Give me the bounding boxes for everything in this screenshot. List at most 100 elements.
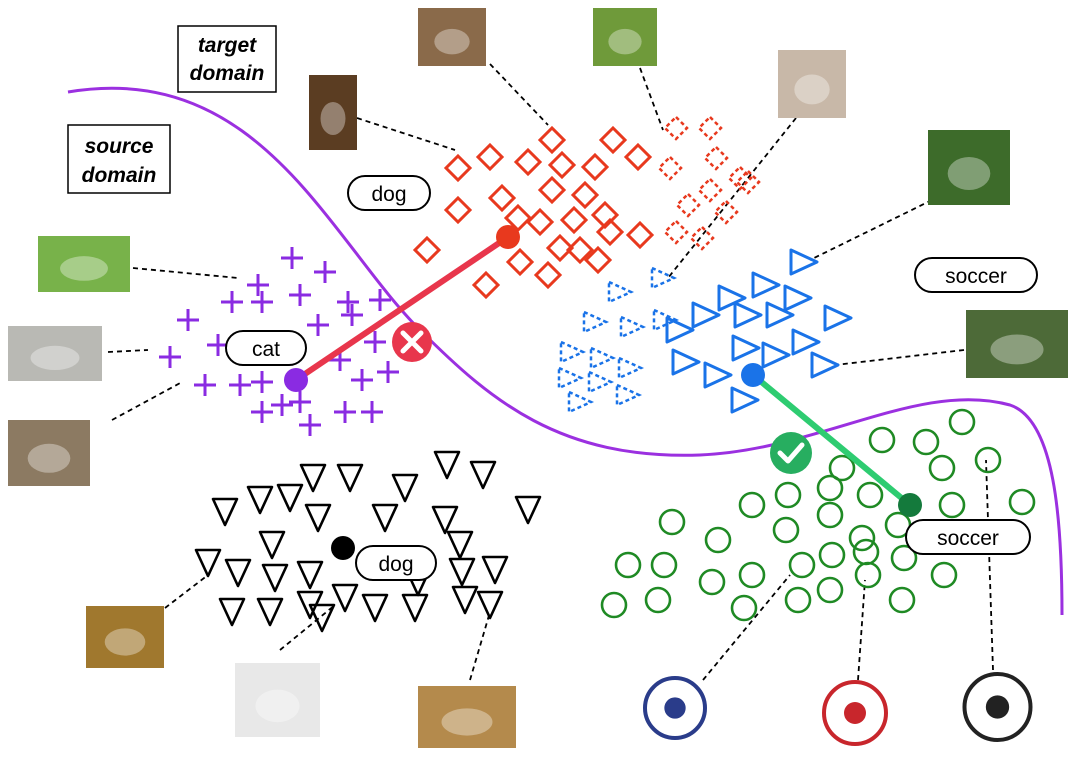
svg-text:domain: domain xyxy=(82,164,157,187)
dog-target-markers xyxy=(412,115,761,300)
soccer-source-point xyxy=(774,481,802,509)
svg-text:cat: cat xyxy=(252,338,280,361)
soccer-source-point xyxy=(828,454,856,482)
soccer-target-point xyxy=(765,301,795,329)
cat-point xyxy=(251,401,273,423)
soccer-target-point xyxy=(823,304,853,332)
soccer-target-point xyxy=(717,284,747,312)
thumbnail-connectors xyxy=(107,63,994,681)
dog-target-point xyxy=(625,220,655,250)
dog-source-point xyxy=(246,485,274,515)
soccer-target-point-dashed xyxy=(557,366,585,390)
soccer-source-point xyxy=(948,408,976,436)
dog-target-point xyxy=(443,153,473,183)
soccer-target-point-dashed xyxy=(607,280,635,304)
soccer-source-point xyxy=(698,568,726,596)
dog-source-point xyxy=(391,473,419,503)
soccer-source-point xyxy=(704,526,732,554)
svg-text:soccer: soccer xyxy=(945,265,1007,288)
soccer-target-point-dashed xyxy=(619,315,647,339)
dog-source-center xyxy=(331,536,355,560)
soccer-source-point xyxy=(938,491,966,519)
svg-text:dog: dog xyxy=(371,183,406,206)
dog-source-point xyxy=(451,585,479,615)
cat-point xyxy=(351,369,373,391)
dog-target-point xyxy=(547,150,577,180)
svg-text:domain: domain xyxy=(190,62,265,85)
dog-source-point xyxy=(446,530,474,560)
soccer-source-point xyxy=(816,474,844,502)
target-domain-label: target domain xyxy=(177,25,277,93)
soccer-source-point xyxy=(816,576,844,604)
soccer-target-pill: soccer xyxy=(914,257,1038,293)
thumbnail-photos xyxy=(8,8,1068,748)
dog-target-center xyxy=(496,225,520,249)
dog-target-point xyxy=(545,233,575,263)
photo-soccer-sand-icon xyxy=(778,50,846,118)
photo-soccer-kick-icon xyxy=(928,130,1010,205)
cat-point xyxy=(307,314,329,336)
soccer-source-point xyxy=(614,551,642,579)
dog-target-point xyxy=(583,245,613,275)
soccer-source-point xyxy=(772,516,800,544)
soccer-source-point xyxy=(974,446,1002,474)
dog-target-point-dashed xyxy=(735,169,761,195)
dog-source-point xyxy=(276,483,304,513)
soccer-target-point-dashed xyxy=(589,346,617,370)
soccer-target-point xyxy=(703,361,733,389)
soccer-source-point xyxy=(650,551,678,579)
dog-target-point-dashed xyxy=(703,145,729,171)
dog-target-point-dashed xyxy=(689,225,715,251)
soccer-source-point xyxy=(852,538,880,566)
soccer-target-point xyxy=(671,348,701,376)
cat-point xyxy=(159,346,181,368)
photo-dog-grass-icon xyxy=(593,8,657,66)
cat-point xyxy=(271,394,293,416)
dog-source-point xyxy=(299,463,327,493)
dog-source-pill: dog xyxy=(355,545,437,581)
cat-markers xyxy=(159,247,399,436)
photo-ball-blue-icon xyxy=(643,676,707,740)
dog-target-point xyxy=(559,205,589,235)
check-mark-icon xyxy=(770,432,812,474)
dog-target-point xyxy=(505,247,535,277)
svg-text:dog: dog xyxy=(378,553,413,576)
soccer-target-point-dashed xyxy=(559,340,587,364)
cat-point xyxy=(377,361,399,383)
dog-source-point xyxy=(433,450,461,480)
soccer-source-point xyxy=(738,491,766,519)
soccer-source-point xyxy=(644,586,672,614)
source-domain-label: source domain xyxy=(67,124,171,194)
cat-point xyxy=(281,247,303,269)
dog-source-point xyxy=(431,505,459,535)
photo-dog-puppy-icon xyxy=(418,686,516,748)
dog-target-point xyxy=(487,183,517,213)
dog-target-point xyxy=(503,203,533,233)
svg-text:target: target xyxy=(198,34,257,57)
dog-target-point xyxy=(443,195,473,225)
soccer-target-point xyxy=(783,284,813,312)
soccer-source-pill: soccer xyxy=(905,519,1031,555)
dog-target-point xyxy=(595,217,625,247)
dog-source-point xyxy=(448,557,476,587)
cat-point xyxy=(364,331,386,353)
photo-dog-dalmatian-icon xyxy=(235,663,320,737)
dog-target-point-dashed xyxy=(663,219,689,245)
soccer-target-markers xyxy=(557,248,853,414)
dog-target-point-dashed xyxy=(675,192,701,218)
cat-point xyxy=(251,371,273,393)
dog-source-point xyxy=(194,548,222,578)
dog-source-point xyxy=(296,560,324,590)
cat-point xyxy=(247,274,269,296)
dog-target-point xyxy=(598,125,628,155)
soccer-target-point-dashed xyxy=(587,370,615,394)
cat-point xyxy=(221,291,243,313)
soccer-source-point xyxy=(856,481,884,509)
soccer-target-point xyxy=(665,316,695,344)
soccer-source-point xyxy=(890,544,918,572)
dog-target-point-dashed xyxy=(727,165,753,191)
photo-ball-flag-icon xyxy=(822,680,888,746)
domain-boundary-curve xyxy=(67,86,1064,616)
svg-text:soccer: soccer xyxy=(937,527,999,550)
cat-pill: cat xyxy=(225,330,307,366)
